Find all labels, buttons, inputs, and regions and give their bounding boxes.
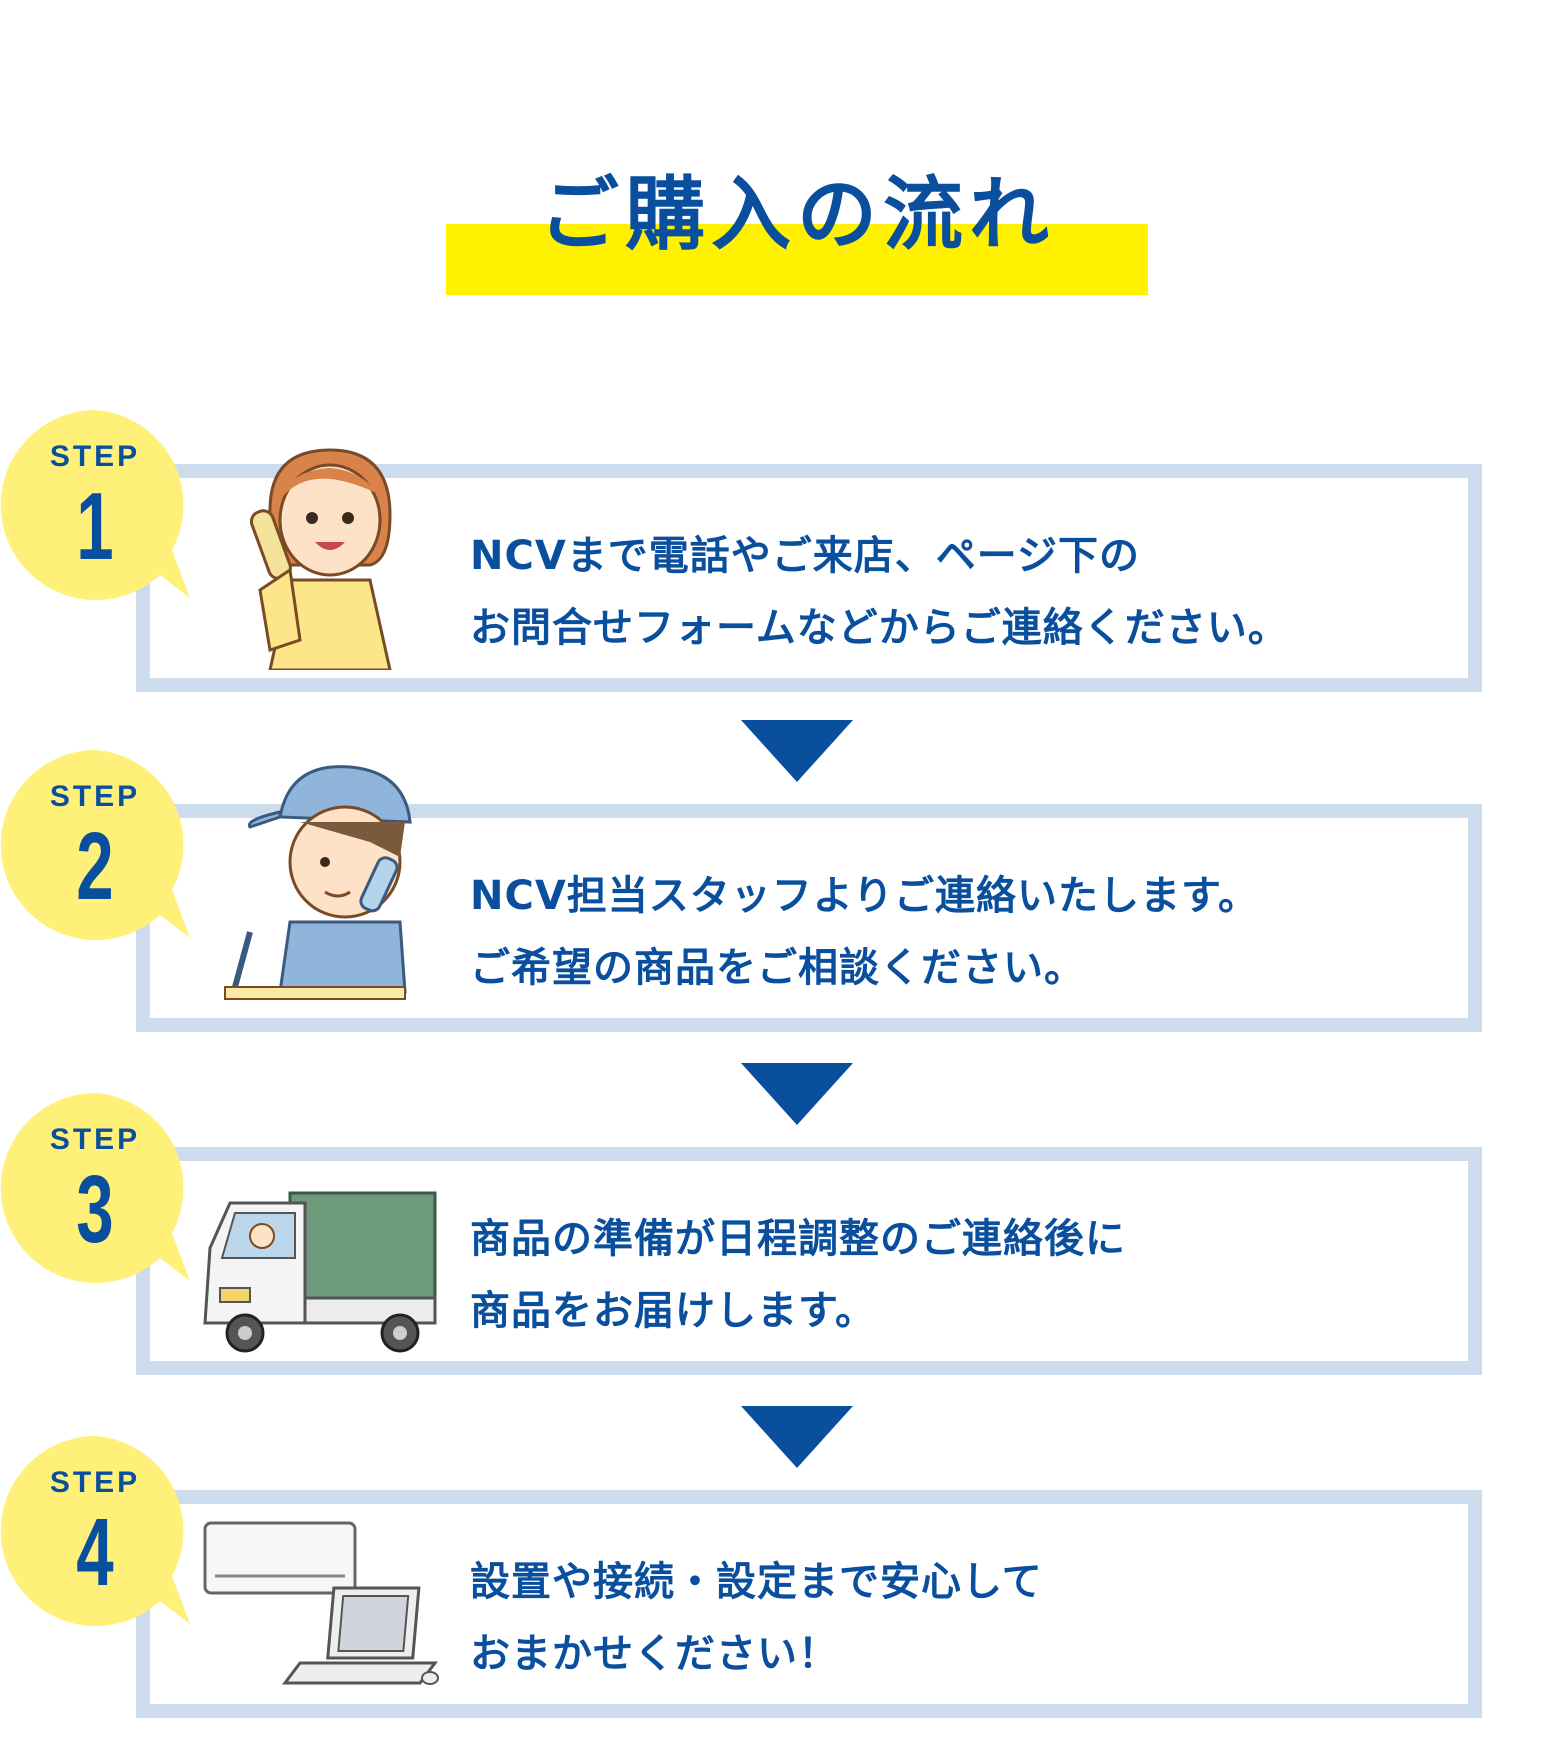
step-2: STEP 2 NCV担当スタッフよりご連絡いたします。 ご希望の商品をご相談くだ… xyxy=(0,750,1562,1032)
step-description: 商品の準備が日程調整のご連絡後に 商品をお届けします。 xyxy=(470,1203,1126,1347)
step-description-line: ご希望の商品をご相談ください。 xyxy=(470,945,1085,991)
down-arrow-icon xyxy=(741,720,853,782)
step-bubble xyxy=(0,1436,190,1626)
step-3: STEP 3 商品の準備が日程調整のご連絡後に 商品をお届けします。 xyxy=(0,1093,1562,1375)
step-description-line: 設置や接続・設定まで安心して xyxy=(470,1559,1043,1605)
page-title: ご購入の流れ xyxy=(539,168,1055,261)
step-bubble xyxy=(0,1093,190,1283)
step-bubble xyxy=(0,750,190,940)
step-bubble xyxy=(0,410,190,600)
woman-phone-icon xyxy=(249,448,392,670)
down-arrow-icon xyxy=(741,1406,853,1468)
step-description-line: NCV担当スタッフよりご連絡いたします。 xyxy=(470,873,1259,919)
step-4: STEP 4 設置や接続・設定まで安心して おまかせください！ xyxy=(0,1436,1562,1718)
delivery-truck-icon xyxy=(203,1191,437,1353)
step-number: 2 xyxy=(76,813,114,920)
step-description-line: 商品の準備が日程調整のご連絡後に xyxy=(470,1216,1126,1262)
step-number: 4 xyxy=(76,1499,114,1606)
step-number: 3 xyxy=(76,1156,114,1263)
step-description-line: 商品をお届けします。 xyxy=(470,1288,876,1334)
title-highlight xyxy=(446,224,1148,295)
staff-phone-icon xyxy=(224,765,412,1000)
step-number: 1 xyxy=(76,473,114,580)
step-description: NCVまで電話やご来店、ページ下の お問合せフォームなどからご連絡ください。 xyxy=(470,520,1289,664)
step-description-line: おまかせください！ xyxy=(470,1631,839,1677)
step-label: STEP xyxy=(49,780,141,813)
step-description: NCV担当スタッフよりご連絡いたします。 ご希望の商品をご相談ください。 xyxy=(470,860,1259,1004)
step-label: STEP xyxy=(49,1123,141,1156)
step-1: STEP 1 NCVまで電話やご来店、ページ下の お問合せフォームなどからご連絡… xyxy=(0,410,1562,692)
step-label: STEP xyxy=(49,440,141,473)
step-label: STEP xyxy=(49,1466,141,1499)
aircon-laptop-icon xyxy=(203,1521,439,1685)
page-title-block: ご購入の流れ xyxy=(446,160,1148,295)
step-description-line: NCVまで電話やご来店、ページ下の xyxy=(470,533,1140,579)
step-description-line: お問合せフォームなどからご連絡ください。 xyxy=(470,605,1289,651)
step-description: 設置や接続・設定まで安心して おまかせください！ xyxy=(470,1546,1043,1690)
down-arrow-icon xyxy=(741,1063,853,1125)
